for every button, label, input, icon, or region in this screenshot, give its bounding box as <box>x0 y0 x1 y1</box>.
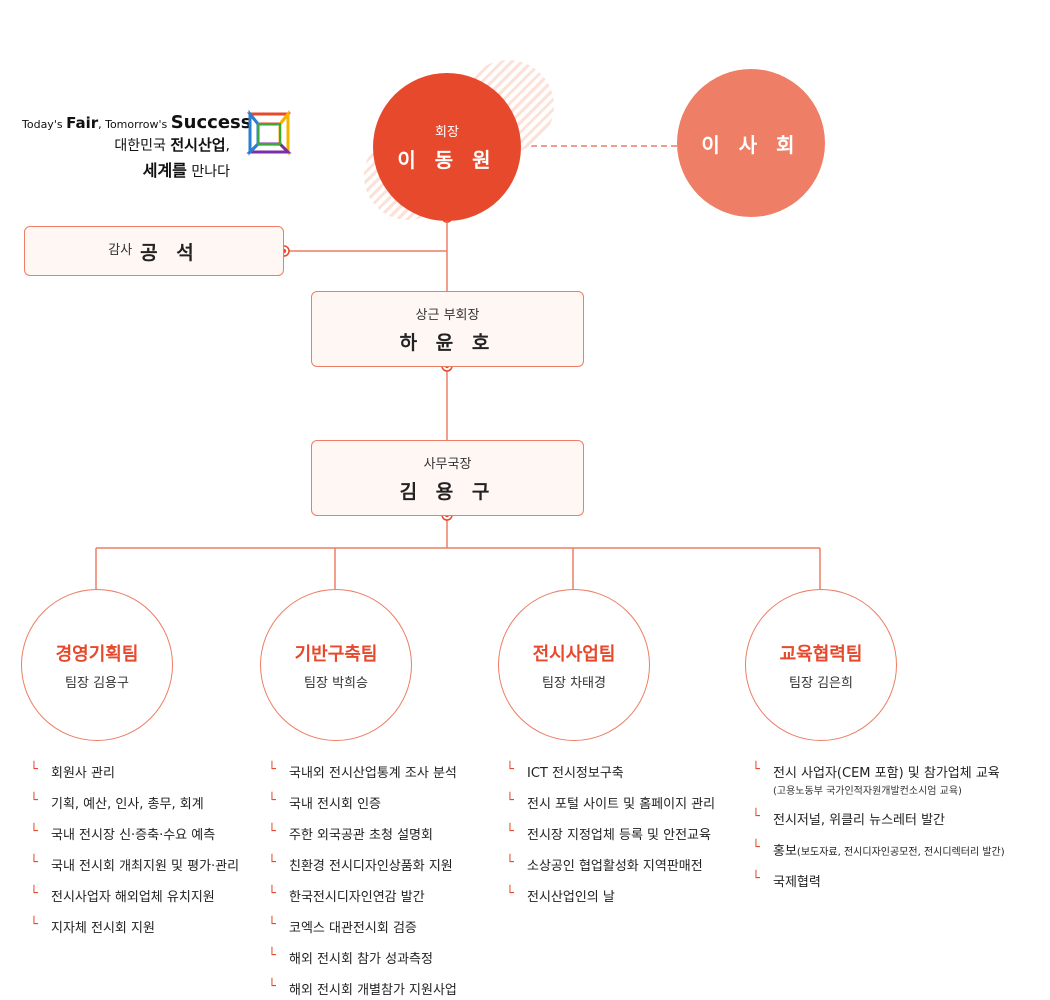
task-list-education: └전시 사업자(CEM 포함) 및 참가업체 교육(고용노동부 국가인적자원개발… <box>752 762 1005 890</box>
list-item: └회원사 관리 <box>30 762 115 781</box>
corner-arrow-icon: └ <box>752 762 760 777</box>
list-item: └코엑스 대관전시회 검증 <box>268 917 417 936</box>
corner-arrow-icon: └ <box>506 886 514 901</box>
team-leader: 팀장 차태경 <box>542 675 606 691</box>
chairman-name: 이 동 원 <box>397 148 497 172</box>
team-circle-management: 경영기획팀 팀장 김용구 <box>21 589 173 741</box>
vice-president-box: 상근 부회장 하 윤 호 <box>311 291 584 367</box>
task-list-exhibition: └ICT 전시정보구축 └전시 포털 사이트 및 홈페이지 관리 └전시장 지정… <box>506 762 715 905</box>
list-item: └전시장 지정업체 등록 및 안전교육 <box>506 824 711 843</box>
list-item: └국내외 전시산업통계 조사 분석 <box>268 762 457 781</box>
team-name: 경영기획팀 <box>55 643 139 665</box>
secretary-general-box: 사무국장 김 용 구 <box>311 440 584 516</box>
corner-arrow-icon: └ <box>268 917 276 932</box>
corner-arrow-icon: └ <box>506 855 514 870</box>
task-list-infrastructure: └국내외 전시산업통계 조사 분석 └국내 전시회 인증 └주한 외국공관 초청… <box>268 762 457 998</box>
vice-president-name: 하 윤 호 <box>399 331 496 354</box>
team-name: 교육협력팀 <box>779 643 863 665</box>
logo-icon <box>246 110 292 156</box>
corner-arrow-icon: └ <box>30 793 38 808</box>
corner-arrow-icon: └ <box>268 855 276 870</box>
list-item: └주한 외국공관 초청 설명회 <box>268 824 433 843</box>
corner-arrow-icon: └ <box>268 762 276 777</box>
list-item: └국내 전시장 신·증축·수요 예측 <box>30 824 216 843</box>
corner-arrow-icon: └ <box>506 824 514 839</box>
list-item: └국내 전시회 인증 <box>268 793 381 812</box>
corner-arrow-icon: └ <box>268 793 276 808</box>
list-item: └기획, 예산, 인사, 총무, 회계 <box>30 793 204 812</box>
team-leader: 팀장 박희승 <box>304 675 368 691</box>
corner-arrow-icon: └ <box>30 886 38 901</box>
list-item: └지자체 전시회 지원 <box>30 917 155 936</box>
corner-arrow-icon: └ <box>30 917 38 932</box>
corner-arrow-icon: └ <box>268 979 276 994</box>
corner-arrow-icon: └ <box>268 948 276 963</box>
slogan-line1: Today's Fair, Tomorrow's Success <box>22 112 252 133</box>
corner-arrow-icon: └ <box>506 793 514 808</box>
corner-arrow-icon: └ <box>752 871 760 886</box>
secretary-general-name: 김 용 구 <box>399 480 496 503</box>
list-item: └전시사업자 해외업체 유치지원 <box>30 886 215 905</box>
team-leader: 팀장 김은희 <box>789 675 853 691</box>
team-circle-exhibition: 전시사업팀 팀장 차태경 <box>498 589 650 741</box>
slogan-line3: 세계를 만나다 <box>142 161 230 180</box>
slogan-line2: 대한민국 전시산업, <box>114 136 230 154</box>
list-item: └해외 전시회 개별참가 지원사업 <box>268 979 457 998</box>
chairman-circle: 회장 이 동 원 <box>373 73 521 221</box>
list-item: └홍보(보도자료, 전시디자인공모전, 전시디렉터리 발간) <box>752 840 1005 859</box>
corner-arrow-icon: └ <box>268 824 276 839</box>
team-circle-infrastructure: 기반구축팀 팀장 박희승 <box>260 589 412 741</box>
list-item: └전시 사업자(CEM 포함) 및 참가업체 교육(고용노동부 국가인적자원개발… <box>752 762 1000 797</box>
board-circle: 이 사 회 <box>677 69 825 217</box>
list-item: └전시 포털 사이트 및 홈페이지 관리 <box>506 793 716 812</box>
team-leader: 팀장 김용구 <box>65 675 129 691</box>
corner-arrow-icon: └ <box>268 886 276 901</box>
auditor-role: 감사 <box>108 243 133 258</box>
list-item: └국제협력 <box>752 871 821 890</box>
corner-arrow-icon: └ <box>506 762 514 777</box>
auditor-box: 감사 공 석 <box>24 226 284 276</box>
corner-arrow-icon: └ <box>30 762 38 777</box>
list-item: └국내 전시회 개최지원 및 평가·관리 <box>30 855 240 874</box>
list-item: └전시산업인의 날 <box>506 886 615 905</box>
list-item: └한국전시디자인연감 발간 <box>268 886 425 905</box>
list-item: └전시저널, 위클리 뉴스레터 발간 <box>752 809 946 828</box>
list-item: └소상공인 협업활성화 지역판매전 <box>506 855 703 874</box>
board-name: 이 사 회 <box>701 132 801 157</box>
team-circle-education: 교육협력팀 팀장 김은희 <box>745 589 897 741</box>
vice-president-role: 상근 부회장 <box>415 307 480 323</box>
list-item: └친환경 전시디자인상품화 지원 <box>268 855 453 874</box>
corner-arrow-icon: └ <box>752 840 760 855</box>
corner-arrow-icon: └ <box>30 824 38 839</box>
team-name: 전시사업팀 <box>532 643 616 665</box>
task-list-management: └회원사 관리 └기획, 예산, 인사, 총무, 회계 └국내 전시장 신·증축… <box>30 762 239 936</box>
corner-arrow-icon: └ <box>30 855 38 870</box>
team-name: 기반구축팀 <box>294 643 378 665</box>
secretary-general-role: 사무국장 <box>423 456 472 472</box>
chairman-role: 회장 <box>435 125 459 140</box>
corner-arrow-icon: └ <box>752 809 760 824</box>
auditor-name: 공 석 <box>140 241 200 264</box>
list-item: └해외 전시회 참가 성과측정 <box>268 948 433 967</box>
list-item: └ICT 전시정보구축 <box>506 762 624 781</box>
